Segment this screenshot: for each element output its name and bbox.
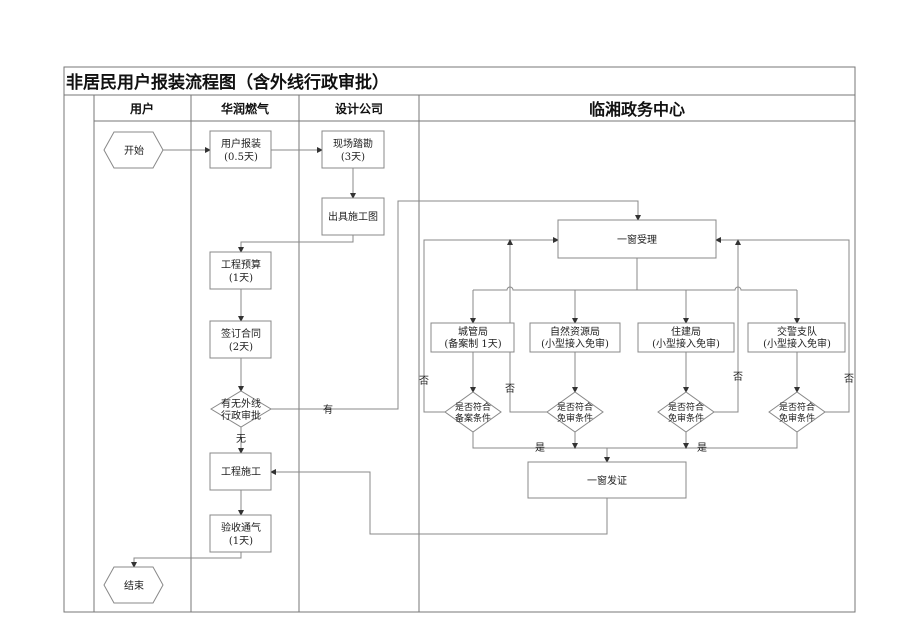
dept-urban: 城管局 (备案制 1天) 是否符合 备案条件 (430, 322, 515, 433)
svg-text:现场踏勘: 现场踏勘 (333, 137, 373, 150)
svg-text:(0.5天): (0.5天) (224, 152, 258, 163)
svg-text:一窗发证: 一窗发证 (587, 474, 627, 487)
lane-header-gov: 临湘政务中心 (589, 100, 685, 119)
end-node: 结束 (103, 566, 164, 604)
svg-text:是否符合: 是否符合 (455, 401, 491, 413)
svg-text:一窗受理: 一窗受理 (617, 233, 657, 246)
label-yes-2: 是 (697, 442, 707, 454)
svg-text:备案条件: 备案条件 (455, 412, 491, 424)
svg-text:(小型接入免审): (小型接入免审) (652, 337, 720, 350)
lane-header-user: 用户 (129, 101, 154, 116)
node-budget: 工程预算 (1天) (209, 251, 272, 290)
label-yes-1: 是 (535, 442, 545, 454)
svg-text:是否符合: 是否符合 (779, 401, 815, 413)
svg-text:(小型接入免审): (小型接入免审) (541, 337, 609, 350)
edge-labels: 有 无 否 否 否 否 是 是 (236, 371, 854, 454)
svg-text:(备案制 1天): (备案制 1天) (444, 337, 501, 350)
label-no-3: 否 (733, 371, 743, 383)
svg-text:是否符合: 是否符合 (668, 401, 704, 413)
svg-text:用户报装: 用户报装 (221, 137, 261, 150)
svg-text:住建局: 住建局 (671, 325, 701, 338)
lane-header-design: 设计公司 (335, 101, 383, 116)
node-window-issue: 一窗发证 (527, 461, 687, 499)
svg-text:开始: 开始 (124, 144, 144, 157)
svg-text:城管局: 城管局 (458, 325, 488, 338)
svg-text:工程施工: 工程施工 (221, 465, 261, 478)
swimlane-frame (63, 66, 856, 613)
svg-text:(2天): (2天) (229, 342, 253, 353)
label-has: 有 (323, 403, 333, 416)
svg-text:出具施工图: 出具施工图 (328, 210, 378, 223)
svg-text:(1天): (1天) (229, 273, 253, 284)
svg-text:行政审批: 行政审批 (221, 409, 261, 422)
connectors (131, 147, 850, 568)
svg-text:交警支队: 交警支队 (777, 325, 817, 338)
svg-text:(3天): (3天) (341, 152, 365, 163)
diagram-title: 非居民用户报装流程图（含外线行政审批） (66, 72, 389, 93)
svg-text:结束: 结束 (124, 579, 144, 592)
svg-text:自然资源局: 自然资源局 (550, 325, 600, 338)
node-site-survey: 现场踏勘 (3天) (321, 130, 385, 169)
lane-header-gas: 华润燃气 (221, 101, 269, 116)
svg-text:验收通气: 验收通气 (221, 521, 261, 534)
start-node: 开始 (103, 131, 164, 169)
label-no-4: 否 (844, 373, 854, 385)
svg-text:签订合同: 签订合同 (221, 327, 261, 340)
node-drawing: 出具施工图 (321, 197, 385, 236)
svg-text:免审条件: 免审条件 (668, 412, 704, 424)
node-window-accept: 一窗受理 (557, 219, 717, 259)
svg-text:免审条件: 免审条件 (779, 412, 815, 424)
node-contract: 签订合同 (2天) (209, 320, 272, 359)
node-acceptance: 验收通气 (1天) (209, 514, 272, 553)
svg-text:免审条件: 免审条件 (557, 412, 593, 424)
dept-housing: 住建局 (小型接入免审) 是否符合 免审条件 (637, 322, 735, 433)
node-user-apply: 用户报装 (0.5天) (209, 130, 272, 169)
dept-natural-resources: 自然资源局 (小型接入免审) 是否符合 免审条件 (529, 322, 621, 433)
label-no-2: 否 (505, 383, 515, 395)
node-construction: 工程施工 (209, 452, 272, 491)
svg-text:有无外线: 有无外线 (221, 397, 261, 410)
label-no-1: 否 (419, 375, 429, 387)
svg-text:(小型接入免审): (小型接入免审) (763, 337, 831, 350)
decision-approval: 有无外线 行政审批 (210, 390, 272, 428)
svg-text:是否符合: 是否符合 (557, 401, 593, 413)
svg-text:工程预算: 工程预算 (221, 258, 261, 271)
dept-traffic-police: 交警支队 (小型接入免审) 是否符合 免审条件 (747, 322, 846, 433)
svg-text:(1天): (1天) (229, 536, 253, 547)
label-none: 无 (236, 434, 246, 445)
